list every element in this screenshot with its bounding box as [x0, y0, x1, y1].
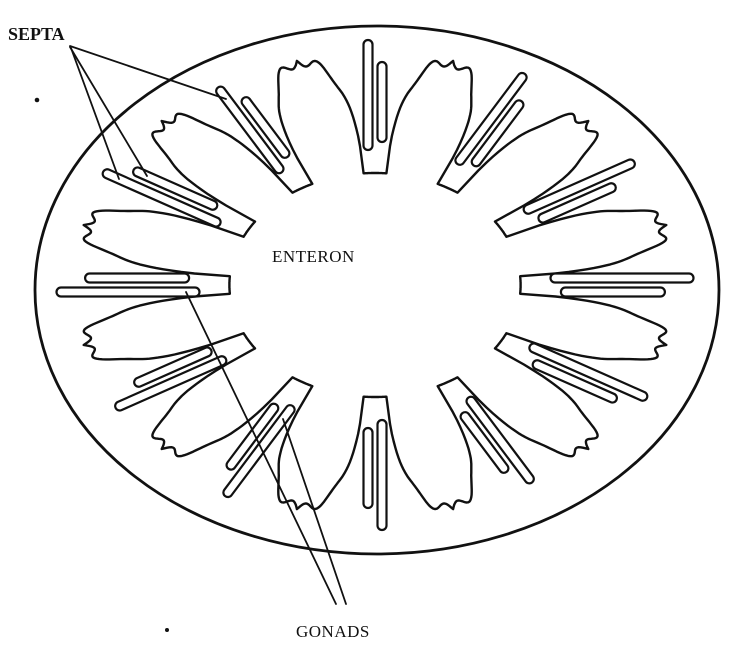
gonad-septum-loop: [378, 62, 387, 142]
enteron-label: ENTERON: [272, 247, 355, 266]
gonad-septum-loop: [561, 288, 665, 297]
gonad-septum-loop: [85, 274, 189, 283]
gonad-septum-loop: [364, 40, 373, 150]
septa-label: SEPTA: [8, 24, 65, 44]
ink-dot: [35, 98, 40, 103]
gonad-septum-loop: [551, 274, 694, 283]
gonads-label: GONADS: [296, 622, 370, 641]
ink-dot: [165, 628, 169, 632]
gonad-septum-loop: [378, 420, 387, 530]
gonad-septum-loop: [57, 288, 200, 297]
gonad-septum-loop: [364, 428, 373, 508]
